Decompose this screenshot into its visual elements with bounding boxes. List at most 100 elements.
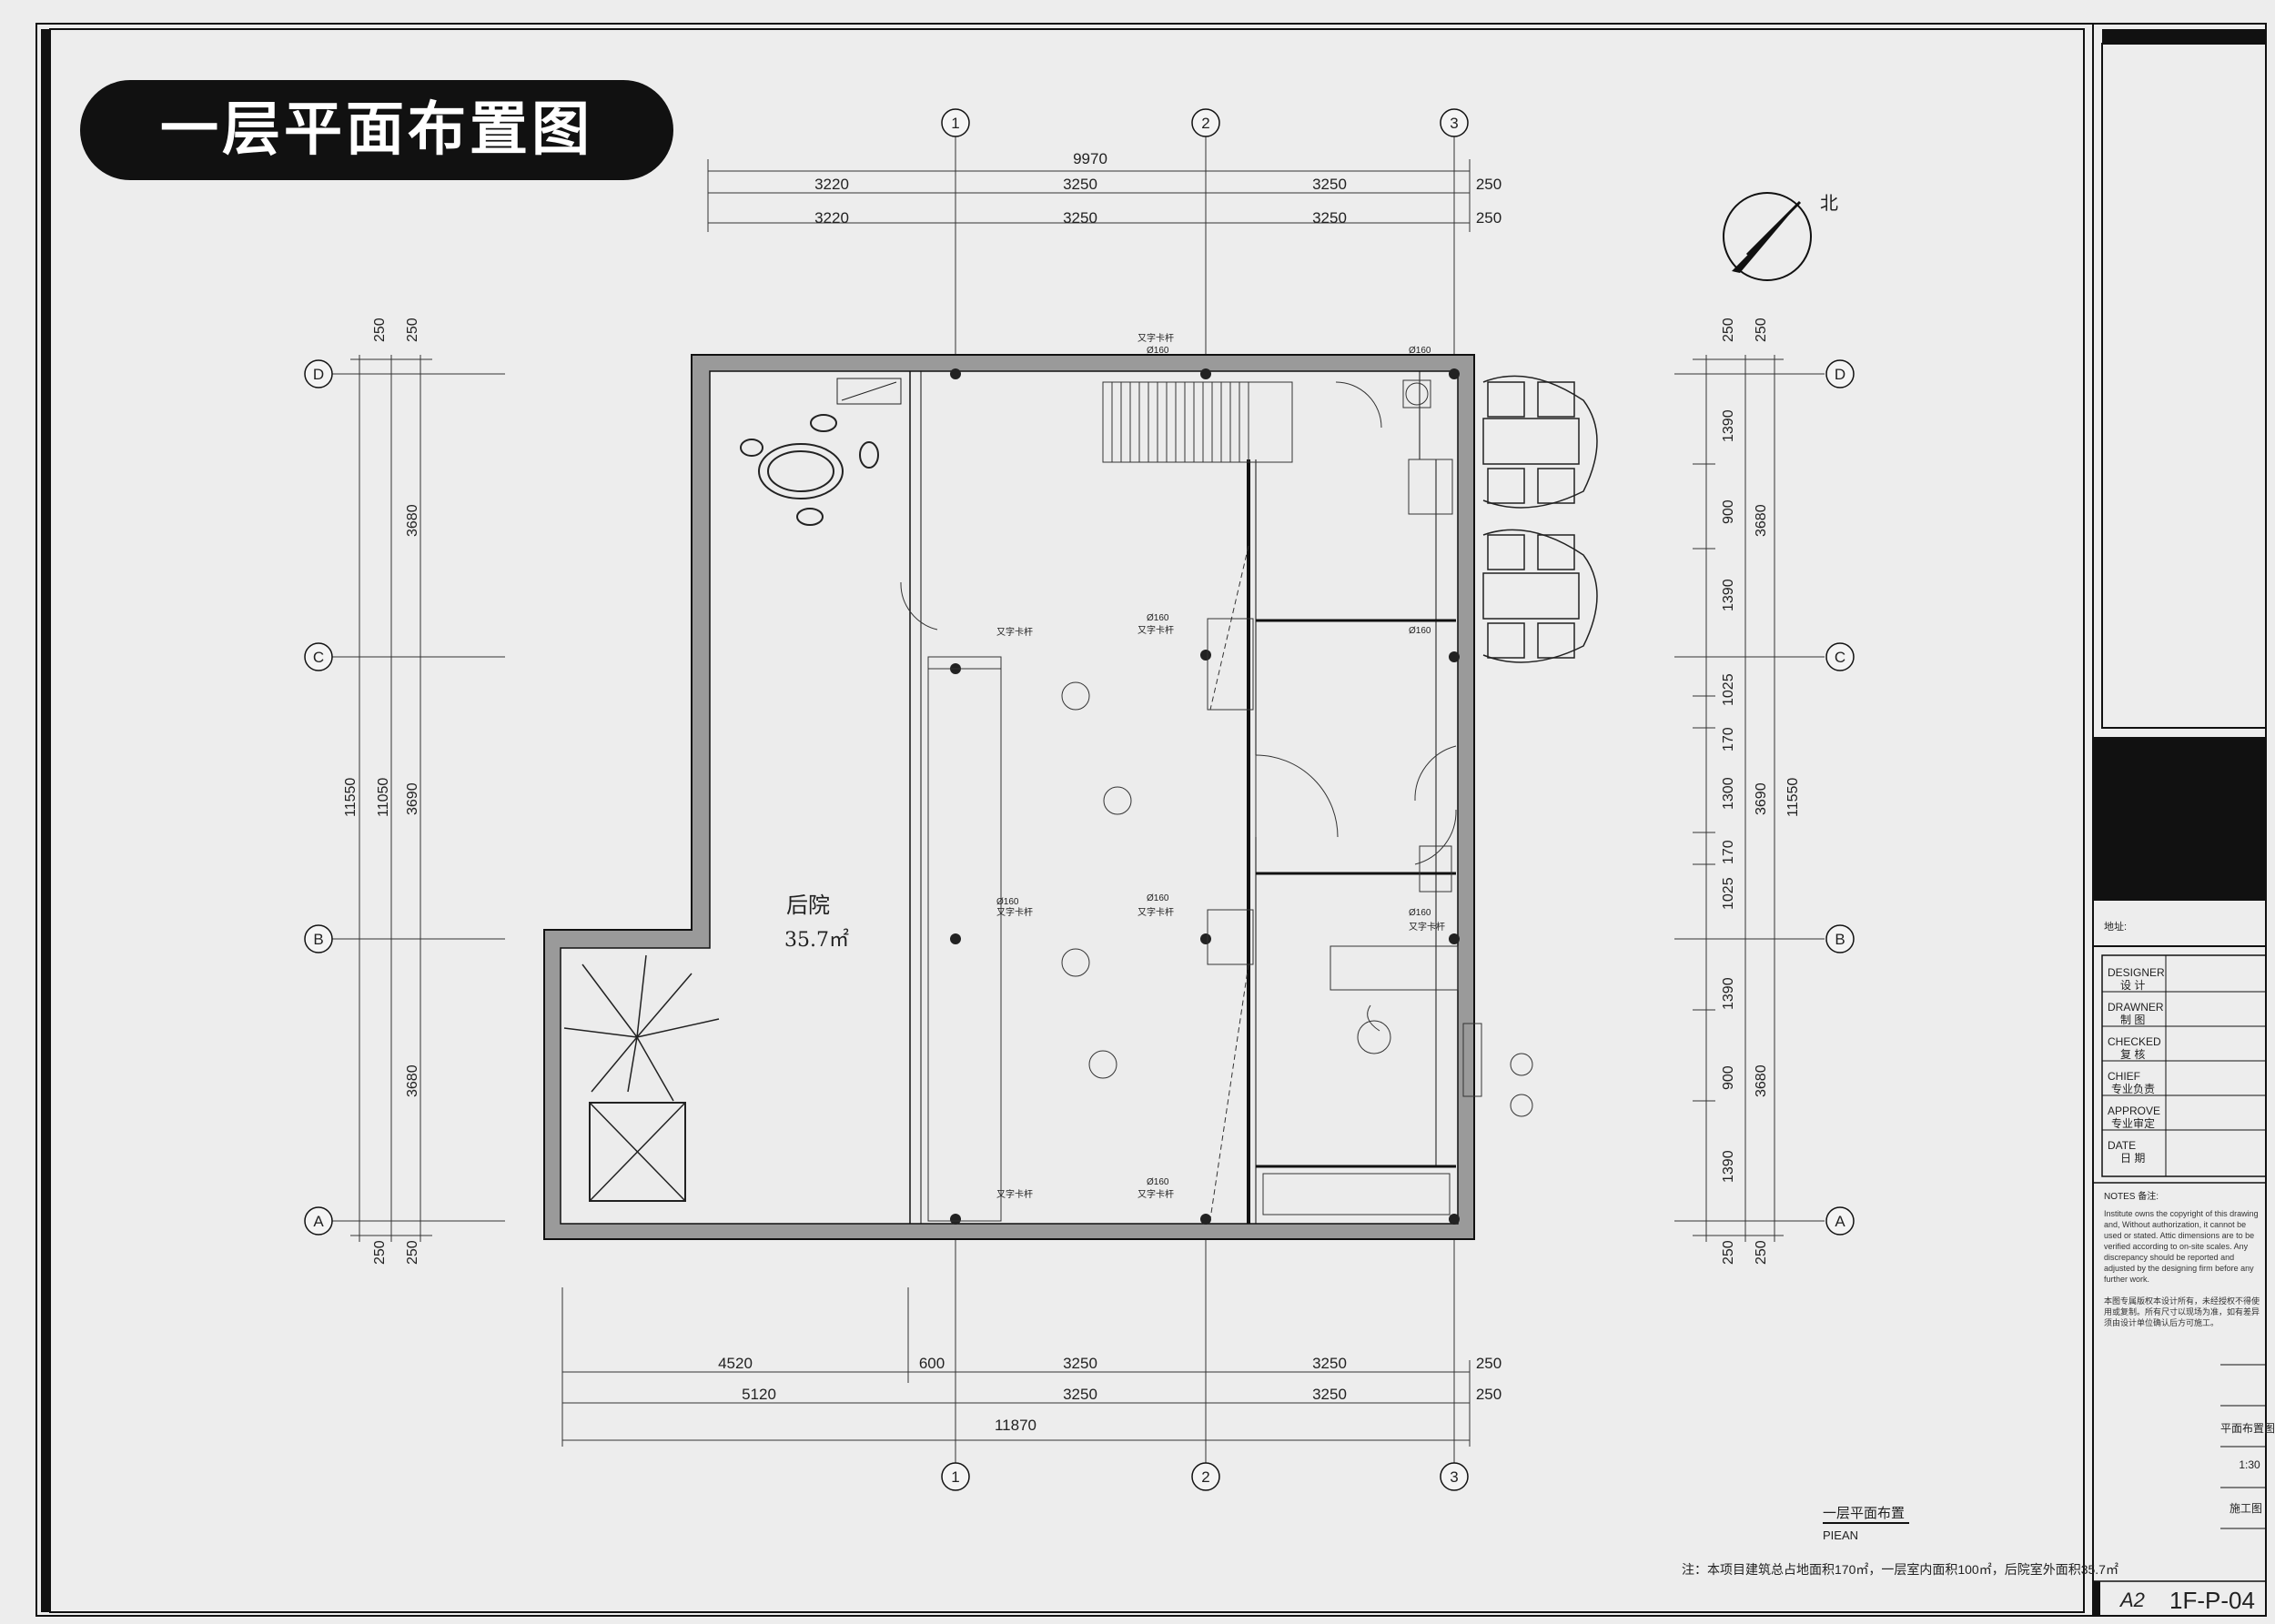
dim-right-d9: 1390 xyxy=(1721,977,1736,1010)
dim-right-d4: 1025 xyxy=(1721,673,1736,706)
dim-top-r1-3: 3250 xyxy=(1312,176,1347,193)
callout-col-1: 又字卡杆 xyxy=(1138,332,1174,344)
dim-bot-r2-1: 5120 xyxy=(742,1386,776,1403)
dim-right-total: 11550 xyxy=(1785,778,1801,817)
tb-drawing-name: 平面布置图 xyxy=(2220,1422,2275,1435)
grid-label-bottom-3: 3 xyxy=(1450,1468,1458,1486)
callout-d160-3: Ø160 xyxy=(1147,613,1169,623)
tb-chief-cn: 专业负责 xyxy=(2111,1082,2155,1095)
tb-date-en: DATE xyxy=(2108,1139,2136,1152)
dim-bot-r1-1: 4520 xyxy=(718,1355,753,1372)
grid-label-left-a: A xyxy=(313,1213,324,1230)
dim-top-total: 9970 xyxy=(1073,150,1107,167)
dim-right-d8: 1025 xyxy=(1721,877,1736,910)
callout-col-5: 又字卡杆 xyxy=(996,626,1033,638)
tb-notes-en: Institute owns the copyright of this dra… xyxy=(2104,1209,2259,1284)
dim-right-d3: 1390 xyxy=(1721,579,1736,611)
callout-col-6: 又字卡杆 xyxy=(996,906,1033,918)
tb-designer-en: DESIGNER xyxy=(2108,966,2165,979)
building-walls xyxy=(543,354,1475,1240)
dim-right-d2: 900 xyxy=(1721,499,1736,524)
dim-right-d11: 1390 xyxy=(1721,1150,1736,1183)
room-area: 35.7㎡ xyxy=(784,928,849,952)
dim-left-b1: 250 xyxy=(372,1240,388,1265)
grid-label-right-b: B xyxy=(1835,931,1845,948)
tb-date-cn: 日 期 xyxy=(2120,1152,2145,1165)
dim-right-m3: 3680 xyxy=(1754,1064,1769,1097)
dim-right-m2: 3690 xyxy=(1754,782,1769,815)
tb-notes-title: NOTES 备注: xyxy=(2104,1190,2159,1202)
courtyard-furniture xyxy=(740,378,902,526)
callout-d160-1: Ø160 xyxy=(1147,346,1169,356)
dim-right-b2: 250 xyxy=(1754,1240,1769,1265)
dim-right-d7: 170 xyxy=(1721,840,1736,864)
dim-right-t2: 250 xyxy=(1754,318,1769,342)
dim-bot-r2-4: 250 xyxy=(1476,1386,1502,1403)
tb-paper-size: A2 xyxy=(2118,1589,2145,1611)
tb-drawner-en: DRAWNER xyxy=(2108,1001,2164,1014)
north-compass xyxy=(1723,192,1812,281)
structural-columns xyxy=(950,368,1460,1225)
tb-drawing-number: 1F-P-04 xyxy=(2169,1587,2255,1614)
drawing-caption-en: PIEAN xyxy=(1823,1528,1858,1542)
grid-label-left-c: C xyxy=(313,649,324,666)
grid-label-bottom-1: 1 xyxy=(951,1468,959,1486)
dim-top-r1-4: 250 xyxy=(1476,176,1502,193)
room-name: 后院 xyxy=(786,893,830,918)
dimension-lines xyxy=(350,159,1784,1447)
dim-top-r1-2: 3250 xyxy=(1063,176,1097,193)
grid-label-top-1: 1 xyxy=(951,115,959,132)
grid-label-left-b: B xyxy=(313,931,323,948)
callout-col-3: 又字卡杆 xyxy=(1138,906,1174,918)
dim-bot-r2-3: 3250 xyxy=(1312,1386,1347,1403)
north-label: 北 xyxy=(1820,193,1838,214)
dim-right-d6: 1300 xyxy=(1721,777,1736,810)
title-block xyxy=(2092,24,2267,1616)
tb-scale: 1:30 xyxy=(2239,1458,2260,1471)
callout-d160-6: Ø160 xyxy=(1409,908,1431,918)
dim-top-r2-3: 3250 xyxy=(1312,209,1347,227)
footnote: 注：本项目建筑总占地面积170㎡，一层室内面积100㎡，后院室外面积35.7㎡ xyxy=(1682,1562,2118,1577)
dim-left-t1: 250 xyxy=(372,318,388,342)
tb-chief-en: CHIEF xyxy=(2108,1070,2140,1083)
callout-col-7: 又字卡杆 xyxy=(996,1188,1033,1200)
callout-col-2: 又字卡杆 xyxy=(1138,624,1174,636)
callout-d160-8: Ø160 xyxy=(996,897,1019,907)
grid-label-right-d: D xyxy=(1835,366,1845,383)
stair-and-interior xyxy=(900,379,1533,1222)
tb-approve-en: APPROVE xyxy=(2108,1105,2160,1117)
dim-bot-r1-5: 250 xyxy=(1476,1355,1502,1372)
tb-designer-cn: 设 计 xyxy=(2120,979,2145,992)
dim-top-r1-1: 3220 xyxy=(814,176,849,193)
tb-notes-cn: 本图专属版权本设计所有，未经授权不得使用或复制。所有尺寸以现场为准，如有差异须由… xyxy=(2104,1296,2260,1327)
dim-left-s2: 3690 xyxy=(405,782,420,815)
grid-label-right-a: A xyxy=(1835,1213,1845,1230)
grid-bubbles xyxy=(304,108,1855,1491)
grid-label-top-2: 2 xyxy=(1201,115,1209,132)
dim-bot-r1-3: 3250 xyxy=(1063,1355,1097,1372)
dim-bot-total: 11870 xyxy=(995,1417,1036,1434)
dim-left-b2: 250 xyxy=(405,1240,420,1265)
callout-d160-7: Ø160 xyxy=(1147,1177,1169,1187)
tb-address: 地址: xyxy=(2104,920,2127,933)
grid-label-left-d: D xyxy=(313,366,324,383)
callout-col-8: 又字卡杆 xyxy=(1409,921,1445,933)
sheet-left-bar xyxy=(41,29,50,1612)
grid-label-top-3: 3 xyxy=(1450,115,1458,132)
dim-left-s3: 3680 xyxy=(405,1064,420,1097)
drawing-caption-cn: 一层平面布置 xyxy=(1823,1506,1905,1521)
tb-checked-cn: 复 核 xyxy=(2120,1048,2145,1061)
dim-bot-r1-2: 600 xyxy=(919,1355,945,1372)
tb-stage: 施工图 xyxy=(2230,1502,2262,1515)
tb-drawner-cn: 制 图 xyxy=(2120,1014,2145,1026)
dim-bot-r1-4: 3250 xyxy=(1312,1355,1347,1372)
dim-left-total-a: 11550 xyxy=(343,778,359,817)
dim-top-r2-1: 3220 xyxy=(814,209,849,227)
dim-left-s1: 3680 xyxy=(405,504,420,537)
dim-top-r2-2: 3250 xyxy=(1063,209,1097,227)
grid-label-bottom-2: 2 xyxy=(1201,1468,1209,1486)
dim-right-b1: 250 xyxy=(1721,1240,1736,1265)
dim-bot-r2-2: 3250 xyxy=(1063,1386,1097,1403)
tb-checked-en: CHECKED xyxy=(2108,1035,2161,1048)
